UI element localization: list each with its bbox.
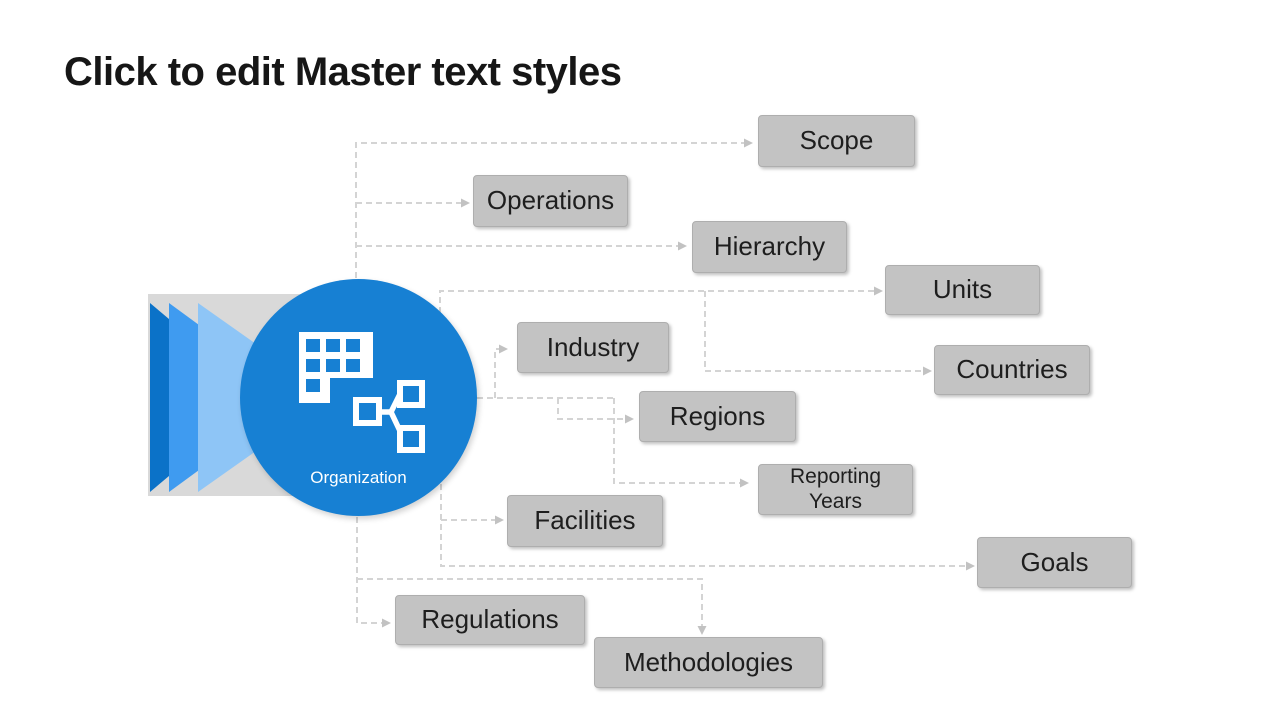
node-reporting-years[interactable]: Reporting Years	[758, 464, 913, 515]
node-label: Facilities	[534, 505, 636, 536]
node-label: Goals	[1020, 546, 1089, 577]
node-label: Regulations	[421, 604, 559, 635]
node-hierarchy[interactable]: Hierarchy	[692, 221, 847, 273]
node-label: Operations	[486, 185, 615, 216]
node-label: Countries	[956, 354, 1068, 385]
node-regulations[interactable]: Regulations	[395, 595, 585, 645]
node-operations[interactable]: Operations	[473, 175, 628, 227]
organization-label: Organization	[310, 468, 407, 487]
node-label: Hierarchy	[713, 231, 826, 262]
node-label: Scope	[799, 125, 874, 156]
node-label: Industry	[546, 331, 640, 362]
node-countries[interactable]: Countries	[934, 345, 1090, 395]
table-org-chart-icon	[299, 332, 425, 453]
node-methodologies[interactable]: Methodologies	[594, 637, 823, 688]
node-units[interactable]: Units	[885, 265, 1040, 315]
slide-title-placeholder[interactable]: Click to edit Master text styles	[64, 50, 622, 94]
node-goals[interactable]: Goals	[977, 537, 1132, 588]
node-facilities[interactable]: Facilities	[507, 495, 663, 547]
node-label: Methodologies	[623, 646, 794, 677]
node-label: Reporting Years	[789, 465, 882, 513]
node-label: Units	[932, 274, 993, 305]
node-regions[interactable]: Regions	[639, 391, 796, 442]
node-label: Regions	[669, 400, 766, 431]
organization-circle[interactable]: Organization	[240, 279, 477, 516]
node-scope[interactable]: Scope	[758, 115, 915, 167]
node-industry[interactable]: Industry	[517, 322, 669, 373]
